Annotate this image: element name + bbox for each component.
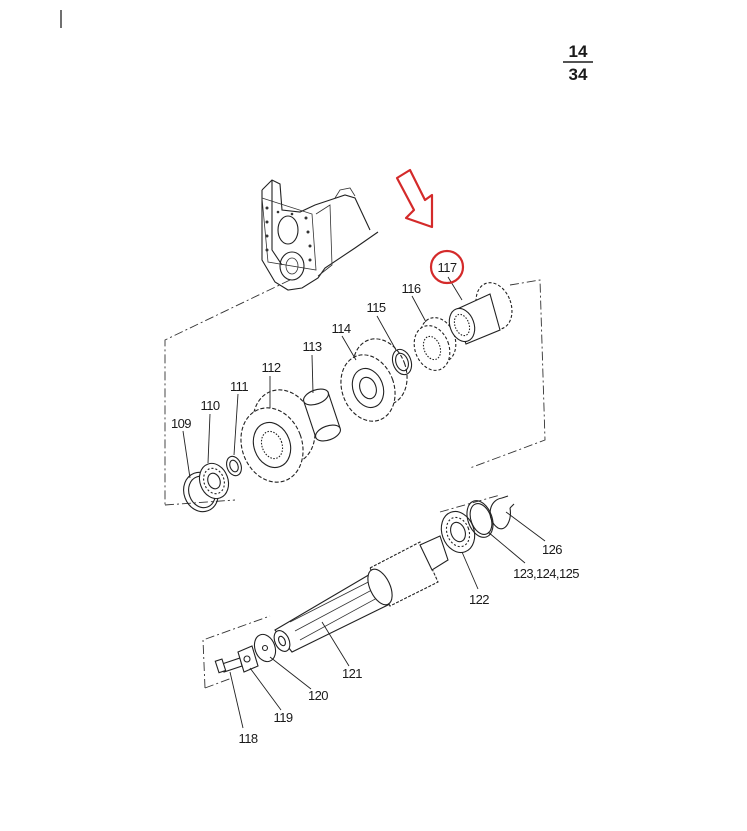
- part-110-bearing: [198, 462, 230, 500]
- label-114: 114: [332, 321, 351, 336]
- part-labels: 109 110 111 112 113 114 115 116 117 118 …: [171, 260, 580, 746]
- page-number-top: 14: [569, 42, 588, 61]
- highlight-circle-117: [429, 249, 465, 285]
- part-113-sleeve: [303, 388, 341, 442]
- part-119-lock-plate: [237, 645, 259, 673]
- gearbox-housing: [261, 179, 379, 291]
- leader-lines: [182, 276, 546, 729]
- label-109: 109: [171, 416, 191, 431]
- part-122-bearing: [440, 510, 476, 554]
- part-111-ring: [226, 455, 242, 477]
- label-110: 110: [201, 398, 220, 413]
- label-116: 116: [402, 281, 421, 296]
- label-119: 119: [274, 710, 293, 725]
- part-120-washer: [253, 633, 277, 663]
- label-111: 111: [230, 379, 248, 394]
- label-115: 115: [367, 300, 386, 315]
- part-118-bolt: [214, 657, 243, 674]
- label-113: 113: [303, 339, 322, 354]
- label-123-124-125: 123,124,125: [513, 566, 579, 581]
- label-122: 122: [469, 592, 489, 607]
- assembly-outline-upper: [164, 279, 546, 506]
- label-118: 118: [239, 731, 258, 746]
- label-126: 126: [542, 542, 562, 557]
- part-126-snap-ring: [489, 495, 515, 530]
- part-114-gear: [340, 338, 408, 422]
- label-120: 120: [308, 688, 328, 703]
- page-number-bottom: 34: [569, 65, 588, 84]
- label-112: 112: [262, 360, 281, 375]
- label-121: 121: [342, 666, 362, 681]
- part-117-coupling-gear: [448, 282, 513, 345]
- part-121-main-shaft: [273, 535, 449, 653]
- red-arrow-indicator: [395, 168, 434, 229]
- page-number: 14 34: [563, 42, 593, 84]
- label-117: 117: [438, 260, 457, 275]
- part-115-ring: [391, 348, 413, 376]
- assembly-outline-lower: [202, 494, 501, 689]
